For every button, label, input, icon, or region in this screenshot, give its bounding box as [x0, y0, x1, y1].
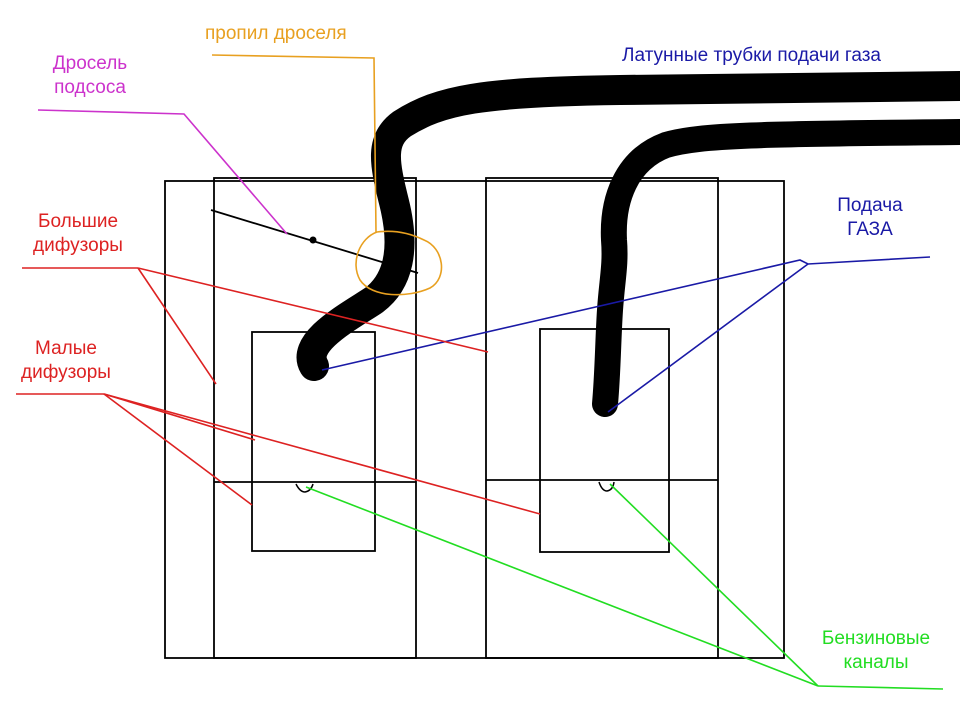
fuel-channels-label: Бензиновые каналы: [806, 627, 946, 675]
gas-feed-label: Подача ГАЗА: [822, 194, 918, 242]
choke-axis: [309, 236, 317, 244]
choke-cut-leader: [211, 54, 377, 233]
fuel-channels-label-line1: Бензиновые: [821, 628, 931, 649]
brass-tubes-label: Латунные трубки подачи газа: [622, 45, 881, 66]
carburetor-body: [164, 177, 785, 659]
brass-gas-tubes: [296, 71, 960, 417]
choke-cut-label: пропил дроселя: [205, 23, 347, 44]
small-diffusers-leaders: [16, 393, 541, 515]
choke-leader: [37, 109, 288, 235]
fuel-channel-leaders: [305, 483, 944, 690]
big-diffusers-leaders: [22, 267, 489, 385]
choke-label-line2: подсоса: [54, 77, 126, 98]
gas-feed-label-line1: Подача: [837, 195, 903, 216]
choke-label: Дросель подсоса: [38, 52, 142, 100]
small-diffusers-label-line1: Малые: [35, 338, 97, 359]
big-diffusers-label-line2: дифузоры: [33, 235, 123, 256]
choke-cut-annotation: [211, 54, 443, 296]
right-gas-tube: [592, 119, 960, 417]
gas-feed-leaders: [321, 256, 931, 413]
gas-feed-label-line2: ГАЗА: [847, 219, 893, 240]
choke-cut-ellipse: [355, 230, 443, 296]
small-diffusers-label-line2: дифузоры: [21, 362, 111, 383]
choke-label-line1: Дросель: [52, 53, 128, 74]
fuel-channels-label-line2: каналы: [843, 652, 909, 673]
small-diffusers-label: Малые дифузоры: [14, 337, 118, 385]
left-fuel-channel: [295, 483, 314, 493]
left-gas-tube: [296, 71, 960, 381]
outer-housing: [164, 180, 785, 659]
big-diffusers-label-line1: Большие: [37, 211, 119, 232]
big-diffusers-label: Большие дифузоры: [20, 210, 136, 258]
left-barrel: [213, 177, 417, 659]
right-barrel: [485, 177, 719, 659]
